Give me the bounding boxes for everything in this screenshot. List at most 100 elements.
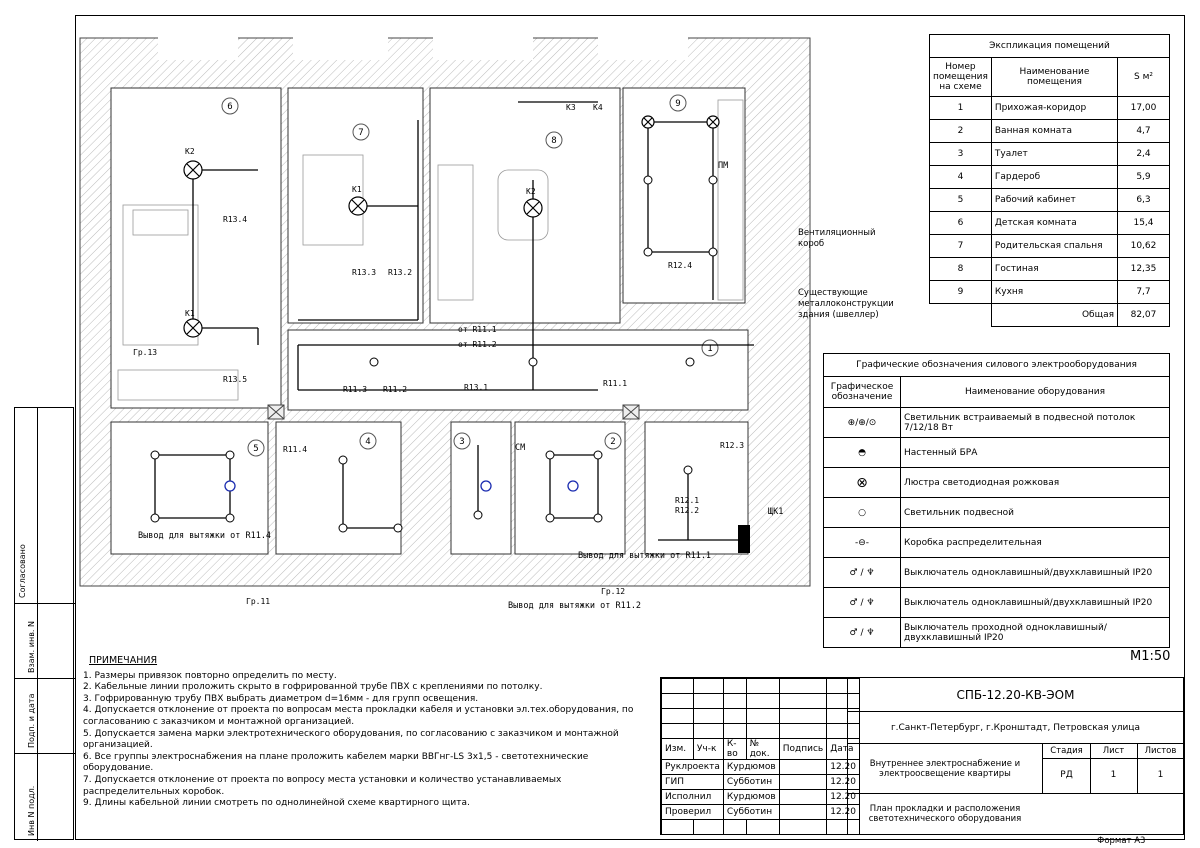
table-row: Общая 82,07: [929, 303, 1170, 327]
note-item: 1. Размеры привязок повторно определить …: [83, 670, 337, 681]
stamp-address: г.Санкт-Петербург, г.Кронштадт, Петровск…: [847, 712, 1183, 744]
label-r11-3: R11.3: [343, 385, 367, 394]
label-r13-2: R13.2: [388, 268, 412, 277]
label-r11-2: R11.2: [383, 385, 407, 394]
room-number-7: 7: [358, 128, 363, 138]
table-row: ♂ / ♆ Выключатель одноклавишный/двухклав…: [823, 557, 1170, 588]
junction-box-icon: -⊖-: [854, 537, 870, 548]
side-strip: [14, 407, 75, 841]
sheet-label: Лист: [1090, 744, 1138, 759]
switch-ip20-icon: ♂ / ♆: [849, 567, 875, 578]
label-r13-1: R13.1: [464, 383, 488, 392]
room-number-5: 5: [253, 444, 258, 454]
sheets-value: 1: [1157, 770, 1164, 780]
recessed-ceiling-light-icon: ⊕/⊕/⊙: [847, 417, 877, 428]
sheet-value: 1: [1090, 758, 1138, 793]
label-r13-3: R13.3: [352, 268, 376, 277]
passthrough-switch-icon: ♂ / ♆: [849, 627, 875, 638]
note-item: 6. Все группы электроснабжения на плане …: [83, 751, 589, 774]
room-number-9: 9: [675, 99, 680, 109]
room-number-8: 8: [551, 136, 556, 146]
note-item: 7. Допускается отклонение от проекта по …: [83, 774, 562, 797]
label-k2-a: K2: [185, 147, 195, 156]
room-number-6: 6: [227, 102, 232, 112]
side-signed: Подп. и дата: [27, 693, 36, 749]
label-from-r11-1: от R11.1: [458, 325, 497, 334]
label-r11-1: R11.1: [603, 379, 627, 388]
symbols-col-name: Наименование оборудования: [900, 376, 1170, 408]
metal-structure-label: Существующие металлоконструкции здания (…: [798, 288, 894, 320]
explication-title: Экспликация помещений: [929, 34, 1170, 58]
table-row: ⊗ Люстра светодиодная рожковая: [823, 467, 1170, 498]
note-item: 4. Допускается отклонение от проекта по …: [83, 705, 634, 727]
label-exhaust-1: Вывод для вытяжки от R11.4: [138, 531, 271, 541]
label-r12-2: R12.2: [675, 506, 699, 515]
room-number-4: 4: [365, 437, 370, 447]
label-k2-b: K2: [526, 187, 536, 196]
label-k1-a: K1: [185, 309, 195, 318]
label-k4: K4: [593, 103, 603, 112]
label-panel: ЩК1: [768, 507, 783, 517]
explication-table: Экспликация помещений Номер помещения на…: [929, 34, 1170, 327]
explication-total-value: 82,07: [1117, 303, 1170, 327]
note-item: 9. Длины кабельной линии смотреть по одн…: [83, 798, 470, 809]
label-gr12: Гр.12: [601, 587, 625, 596]
vent-duct-label: Вентиляционный короб: [798, 228, 876, 249]
room-number-3: 3: [459, 437, 464, 447]
table-row: ♂ / ♆ Выключатель одноклавишный/двухклав…: [823, 587, 1170, 618]
explication-total-label: Общая: [990, 303, 1119, 327]
label-exhaust-2: Вывод для вытяжки от R11.1: [578, 551, 711, 561]
label-pm: ПМ: [718, 161, 728, 171]
table-row: ⊕/⊕/⊙ Светильник встраиваемый в подвесно…: [823, 407, 1170, 438]
label-r12-1: R12.1: [675, 496, 699, 505]
explication-col-name: Наименование помещения: [990, 57, 1119, 97]
stamp-project: Внутреннее электроснабжение и электроосв…: [847, 744, 1042, 794]
label-r12-4: R12.4: [668, 261, 692, 270]
stage-label: Стадия: [1043, 744, 1091, 759]
notes-title: ПРИМЕЧАНИЯ: [89, 655, 158, 666]
stage-value: РД: [1043, 758, 1091, 793]
room-number-1: 1: [707, 344, 712, 354]
pendant-light-icon: ○: [858, 507, 866, 518]
side-inv: Инв N подл.: [27, 785, 36, 836]
room-number-2: 2: [610, 437, 615, 447]
label-r12-3: R12.3: [720, 441, 744, 450]
label-gr13: Гр.13: [133, 348, 157, 357]
stamp-code: СПБ-12.20-КВ-ЭОМ: [847, 678, 1183, 712]
floor-plan: 6 7 8 9 1 2 3 4 5: [79, 30, 811, 611]
sheets-label: Листов: [1137, 744, 1184, 759]
label-from-r11-2: от R11.2: [458, 340, 497, 349]
note-item: 3. Гофрированную трубу ПВХ выбрать диаме…: [83, 693, 479, 704]
scale-label: М1:50: [1130, 649, 1171, 664]
label-cm: СМ: [515, 443, 525, 453]
side-replaced: Взам. инв. N: [27, 621, 36, 673]
table-row: ♂ / ♆ Выключатель проходной одноклавишны…: [823, 617, 1170, 648]
format-label: Формат А3: [1097, 836, 1146, 846]
label-k3: K3: [566, 103, 576, 112]
label-r11-4: R11.4: [283, 445, 307, 454]
stamp-sheet-title: План прокладки и расположения светотехни…: [847, 794, 1042, 834]
explication-col-num: Номер помещения на схеме: [929, 57, 992, 97]
symbols-col-symbol: Графическое обозначение: [823, 376, 901, 408]
label-r13-4: R13.4: [223, 215, 247, 224]
table-row: ○ Светильник подвесной: [823, 497, 1170, 528]
label-r13-5: R13.5: [223, 375, 247, 384]
table-row: -⊖- Коробка распределительная: [823, 527, 1170, 558]
side-agreed: Согласовано: [18, 544, 27, 598]
table-row: ◓ Настенный БРА: [823, 437, 1170, 468]
led-chandelier-icon: ⊗: [856, 474, 868, 491]
